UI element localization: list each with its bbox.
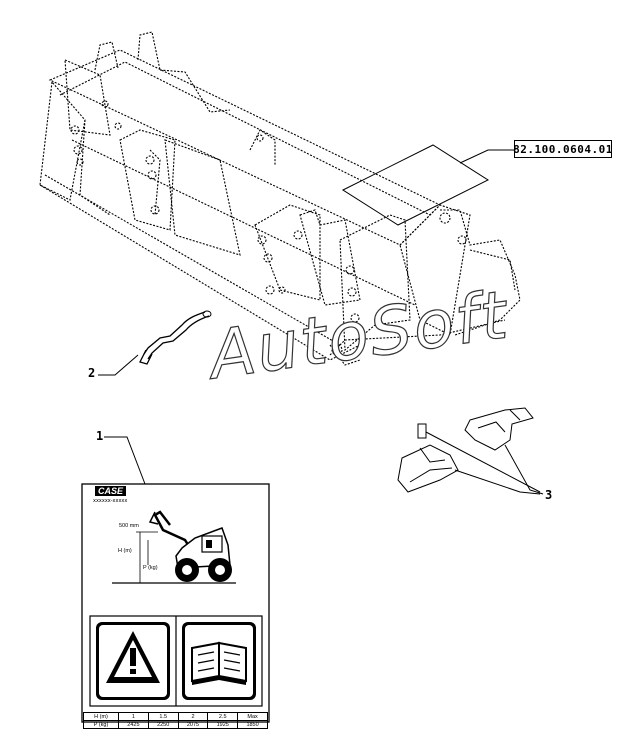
decal-leader xyxy=(104,436,146,485)
table-cell: 2425 xyxy=(118,720,149,729)
table-cell: 2.5 xyxy=(207,712,239,721)
table-cell: 2075 xyxy=(177,720,209,729)
manual-book-icon xyxy=(191,641,247,685)
decal-height-label: H (m) xyxy=(118,548,132,554)
table-cell: 2 xyxy=(177,712,209,721)
part-reference-code: 82.100.0604.01 xyxy=(513,140,612,158)
callout-1: 1 xyxy=(96,429,104,443)
table-cell: 2250 xyxy=(147,720,179,729)
table-cell: 1.5 xyxy=(147,712,179,721)
reference-plane xyxy=(341,144,514,226)
table-cell: 1850 xyxy=(237,720,268,729)
loader-bucket xyxy=(39,31,521,366)
table-cell: 1 xyxy=(118,712,149,721)
load-table-header-row: H (m) 1 1.5 2 2.5 Max xyxy=(82,712,268,721)
table-cell: H (m) xyxy=(82,712,120,721)
callout-3: 3 xyxy=(545,488,553,502)
hydraulic-tube xyxy=(98,310,212,376)
decal-load-label: P (kg) xyxy=(143,565,158,571)
callout-2: 2 xyxy=(88,366,96,380)
warning-decal xyxy=(81,483,270,723)
load-table-row: P (kg) 2425 2250 2075 1925 1850 xyxy=(82,720,268,729)
table-cell: P (kg) xyxy=(82,720,120,729)
decal-brand-logo: CASE xyxy=(95,486,127,496)
bucket-teeth xyxy=(397,407,544,495)
warning-triangle-icon xyxy=(106,631,160,683)
loader-pictogram xyxy=(112,510,236,584)
decal-subtitle: xxxxxx-xxxxx xyxy=(93,498,128,504)
table-cell: 1925 xyxy=(207,720,239,729)
load-table: H (m) 1 1.5 2 2.5 Max P (kg) 2425 2250 2… xyxy=(82,712,268,729)
decal-lift-label: 500 mm xyxy=(119,523,139,529)
table-cell: Max xyxy=(237,712,268,721)
